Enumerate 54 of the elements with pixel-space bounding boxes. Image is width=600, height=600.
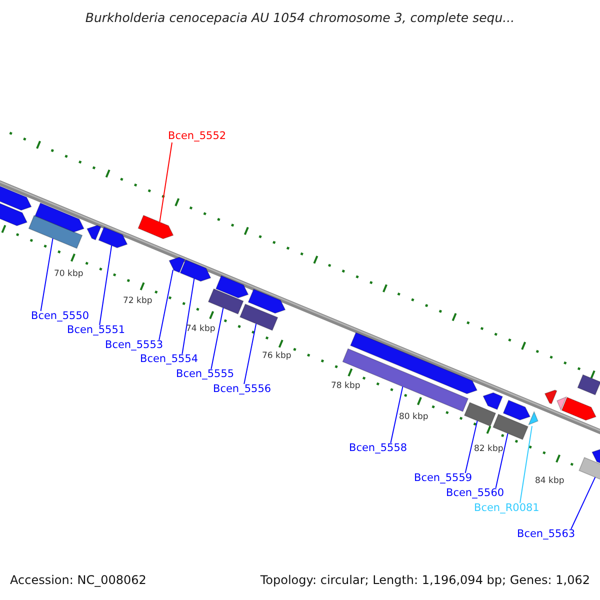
gene-label: Bcen_5560: [446, 488, 504, 500]
gene-label: Bcen_5552: [168, 131, 226, 143]
gene-label: Bcen_5559: [414, 473, 472, 485]
accession-text: Accession: NC_008062: [10, 574, 146, 588]
gene-label: Bcen_5554: [140, 354, 198, 366]
summary-text: Topology: circular; Length: 1,196,094 bp; Genes: 1,062: [260, 574, 590, 588]
gene-label: Bcen_5556: [213, 384, 272, 396]
gene-block: [556, 396, 567, 410]
scale-label: 72 kbp: [123, 297, 152, 306]
leader-line: [520, 426, 532, 504]
gene-bar: [492, 414, 529, 440]
scale-label: 74 kbp: [186, 325, 216, 334]
scale-label: 70 kbp: [54, 270, 84, 280]
gene-block: [561, 396, 596, 421]
gene-label: Bcen_5550: [31, 311, 90, 323]
leader-line: [99, 245, 112, 326]
leader-line: [570, 476, 596, 530]
leader-line: [495, 432, 508, 488]
gene-bar: [28, 214, 83, 249]
gene-block: [138, 214, 174, 240]
gene-block: [34, 202, 84, 232]
gene-bar: [342, 348, 469, 412]
gene-label: Bcen_5553: [105, 340, 164, 352]
gene-block: [502, 400, 531, 420]
scale-label: 78 kbp: [331, 382, 360, 392]
gene-block: [248, 288, 286, 314]
gene-bar: [577, 374, 600, 396]
leader-line: [158, 269, 174, 340]
gene-block: [215, 275, 249, 298]
scale-label: 80 kbp: [399, 413, 428, 422]
leader-line: [390, 386, 404, 444]
gene-triangle: [528, 411, 538, 426]
gene-block: [482, 392, 504, 410]
leader-line: [464, 420, 478, 474]
scale-label: 84 kbp: [535, 477, 564, 486]
gene-label: Bcen_5563: [517, 529, 576, 541]
scale-label: 82 kbp: [474, 445, 504, 454]
title: Burkholderia cenocepacia AU 1054 chromosome 3, complete sequ...: [84, 10, 516, 25]
gene-block: [168, 256, 186, 274]
gene-bar: [239, 304, 278, 331]
gene-block: [86, 224, 102, 240]
gene-bar: [464, 402, 496, 427]
gene-label: Bcen_5555: [176, 369, 234, 381]
leader-line: [40, 238, 54, 312]
gene-label: Bcen_5558: [349, 443, 408, 455]
scale-label: 76 kbp: [262, 352, 292, 362]
gene-label: Bcen_5551: [67, 325, 126, 337]
leader-line: [182, 278, 195, 354]
leader-line: [210, 307, 224, 370]
gene-label: Bcen_R0081: [474, 503, 540, 515]
gene-bar: [208, 288, 244, 315]
leader-line: [244, 323, 257, 384]
leader-line: [159, 142, 172, 223]
gene-block: [544, 390, 558, 404]
